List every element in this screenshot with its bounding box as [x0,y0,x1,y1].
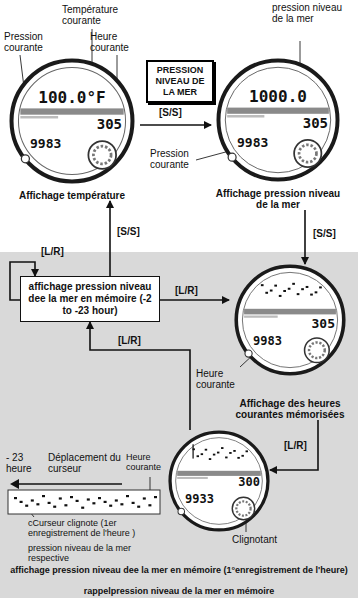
graph-dot [98,497,101,499]
watch-display: 100.0°F3059983Affichage température [9,58,135,184]
graph-dot [132,502,135,504]
flow-arrow [270,420,318,470]
display-caption: Affichage des heures courantes mémorisée… [229,398,351,420]
graph-dot [120,503,123,505]
graph-dot [14,497,17,499]
annotation-label: - 23 heure [6,452,38,474]
display-value: 9983 [237,136,268,149]
annotation-label: Déplacement du curseur [48,452,122,474]
display-value: 100.0°F [9,90,135,106]
annotation-label: pression niveau de la mer respective [28,543,168,563]
graph-dot [59,497,62,499]
display-value: 1000.0 [216,89,340,105]
graph-dot [92,502,95,504]
annotation-label: Heure courante [126,452,166,472]
graph-dot [20,501,23,503]
graph-dot [31,499,34,501]
button-label: [L/R] [283,440,308,452]
annotation-label: pression niveau de la mer [272,2,352,24]
flow-arrow [140,124,211,126]
button-label: [S/S] [158,107,183,119]
button-label: [L/R] [117,335,142,347]
graph-dot [25,505,28,507]
display-caption: Affichage température [4,190,140,201]
graph-dot [64,504,67,506]
flow-arrow [109,201,111,276]
graph-dot [87,498,90,500]
graph-dot [137,506,140,508]
display-value: 9983 [30,137,61,150]
graph-dot [148,504,151,506]
display-value: 9933 [185,493,214,505]
graph-dot [81,507,84,509]
graph-dot [126,495,129,497]
display-value: 305 [97,117,122,131]
callout-box: PRESSION NIVEAU DE LA MER [146,60,214,103]
flow-arrow [304,210,306,264]
annotation-label: Pression courante [150,148,202,170]
graph-dot [154,496,157,498]
cursor-arrow [10,479,122,489]
graph-dot [48,502,51,504]
annotation-label: Pression courante [4,31,60,53]
graph-dot [36,503,39,505]
annotation-label: cCurseur clignote (1er enregistrement de… [28,518,178,538]
box-text: PRESSION NIVEAU DE LA MER [150,65,210,98]
graph-dot [104,501,107,503]
display-value: 300 [238,476,260,488]
flow-arrow [160,299,229,301]
process-box: affichage pression niveau dee la mer en … [20,276,160,322]
watch-display: 1000.03059983Affichage pression niveau d… [216,58,340,182]
display-caption: Affichage pression niveau de la mer [211,188,345,210]
annotation-label: affichage pression niveau dee la mer en … [10,565,348,575]
graph-dot [76,500,79,502]
display-value: 305 [312,317,335,330]
annotation-label: Heure courante [90,31,136,53]
button-label: [S/S] [312,228,337,240]
watch-display: 300 9933 [168,430,270,532]
watch-display: 3059983Affichage des heures courantes mé… [234,264,346,376]
arrow-shaft [18,483,122,485]
button-label: [S/S] [116,226,141,238]
graph-dot [53,506,56,508]
button-label: [L/R] [174,285,199,297]
annotation-label: Clignotant [232,534,277,545]
box-text: affichage pression niveau dee la mer en … [26,281,154,317]
graph-dot [70,496,73,498]
arrow-head [10,479,19,489]
graph-dot [42,495,45,497]
shaded-region [0,252,358,598]
annotation-label: rappelpression niveau de la mer en mémoi… [10,586,348,596]
graph-dot [115,499,118,501]
annotation-label: Température courante [62,4,134,26]
button-label: [L/R] [40,246,65,258]
display-value: 9983 [253,335,282,347]
flow-arrow [90,322,190,430]
graph-dot [109,505,112,507]
graph-strip [8,490,160,514]
graph-dots [14,495,157,509]
annotation-label: Heure courante [196,368,242,390]
display-value: 305 [303,116,328,130]
graph-dot [143,497,146,499]
